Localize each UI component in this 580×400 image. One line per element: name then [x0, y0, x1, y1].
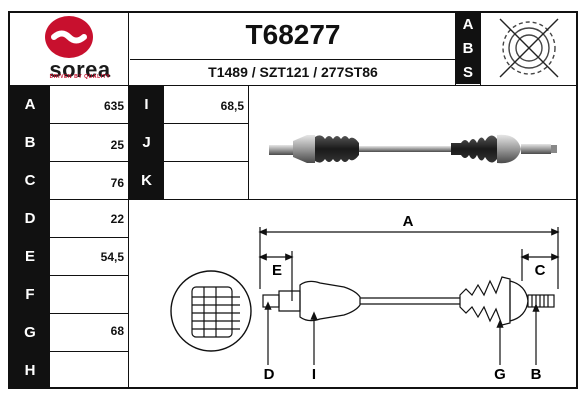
spec-letter-a: A — [10, 86, 50, 123]
dim-label-b: B — [531, 366, 542, 383]
dimension-drawing: A E C D I G B — [130, 201, 576, 389]
abs-letter-b: B — [462, 39, 474, 57]
abs-letter-s: S — [462, 63, 473, 81]
spec-letter-c: C — [10, 162, 50, 199]
brand-tagline: DRIVEN BY QUALITY — [49, 74, 111, 80]
sorea-logo-icon — [45, 16, 93, 58]
spec-letter-h: H — [10, 352, 50, 389]
spec-letter-k: K — [129, 162, 164, 199]
drive-shaft-photo — [255, 113, 565, 183]
spec-value-c: 76 — [110, 176, 124, 190]
dim-label-c: C — [535, 262, 546, 279]
spec-sheet: sorea DRIVEN BY QUALITY T68277 T1489 / S… — [8, 11, 578, 389]
abs-letter-a: A — [462, 16, 474, 34]
spec-value-b: 25 — [110, 138, 124, 152]
spec-value-d: 22 — [110, 212, 124, 226]
brand-name: sorea — [49, 57, 111, 82]
spec-letter-b: B — [10, 124, 50, 161]
spec-letter-g: G — [10, 314, 50, 351]
brand-logo: sorea DRIVEN BY QUALITY — [10, 13, 130, 85]
cross-references: T1489 / SZT121 / 277ST86 — [208, 64, 378, 80]
spec-value-g: 68 — [110, 324, 124, 338]
spec-letter-j: J — [129, 124, 164, 161]
dim-label-g: G — [494, 366, 506, 383]
spec-letter-e: E — [10, 238, 50, 275]
dim-label-a: A — [403, 213, 414, 230]
abs-letters: A B S — [456, 13, 480, 84]
spec-letter-i: I — [129, 86, 164, 123]
part-number: T68277 — [245, 19, 341, 50]
spec-letter-d: D — [10, 200, 50, 237]
spec-letter-f: F — [10, 276, 50, 313]
spec-value-e: 54,5 — [100, 250, 124, 264]
no-abs-ring-icon — [482, 13, 576, 84]
spec-value-i: 68,5 — [220, 99, 244, 113]
dim-label-d: D — [264, 366, 275, 383]
dim-label-e: E — [272, 262, 282, 279]
spec-value-a: 635 — [103, 99, 124, 113]
dim-label-i: I — [312, 366, 316, 383]
